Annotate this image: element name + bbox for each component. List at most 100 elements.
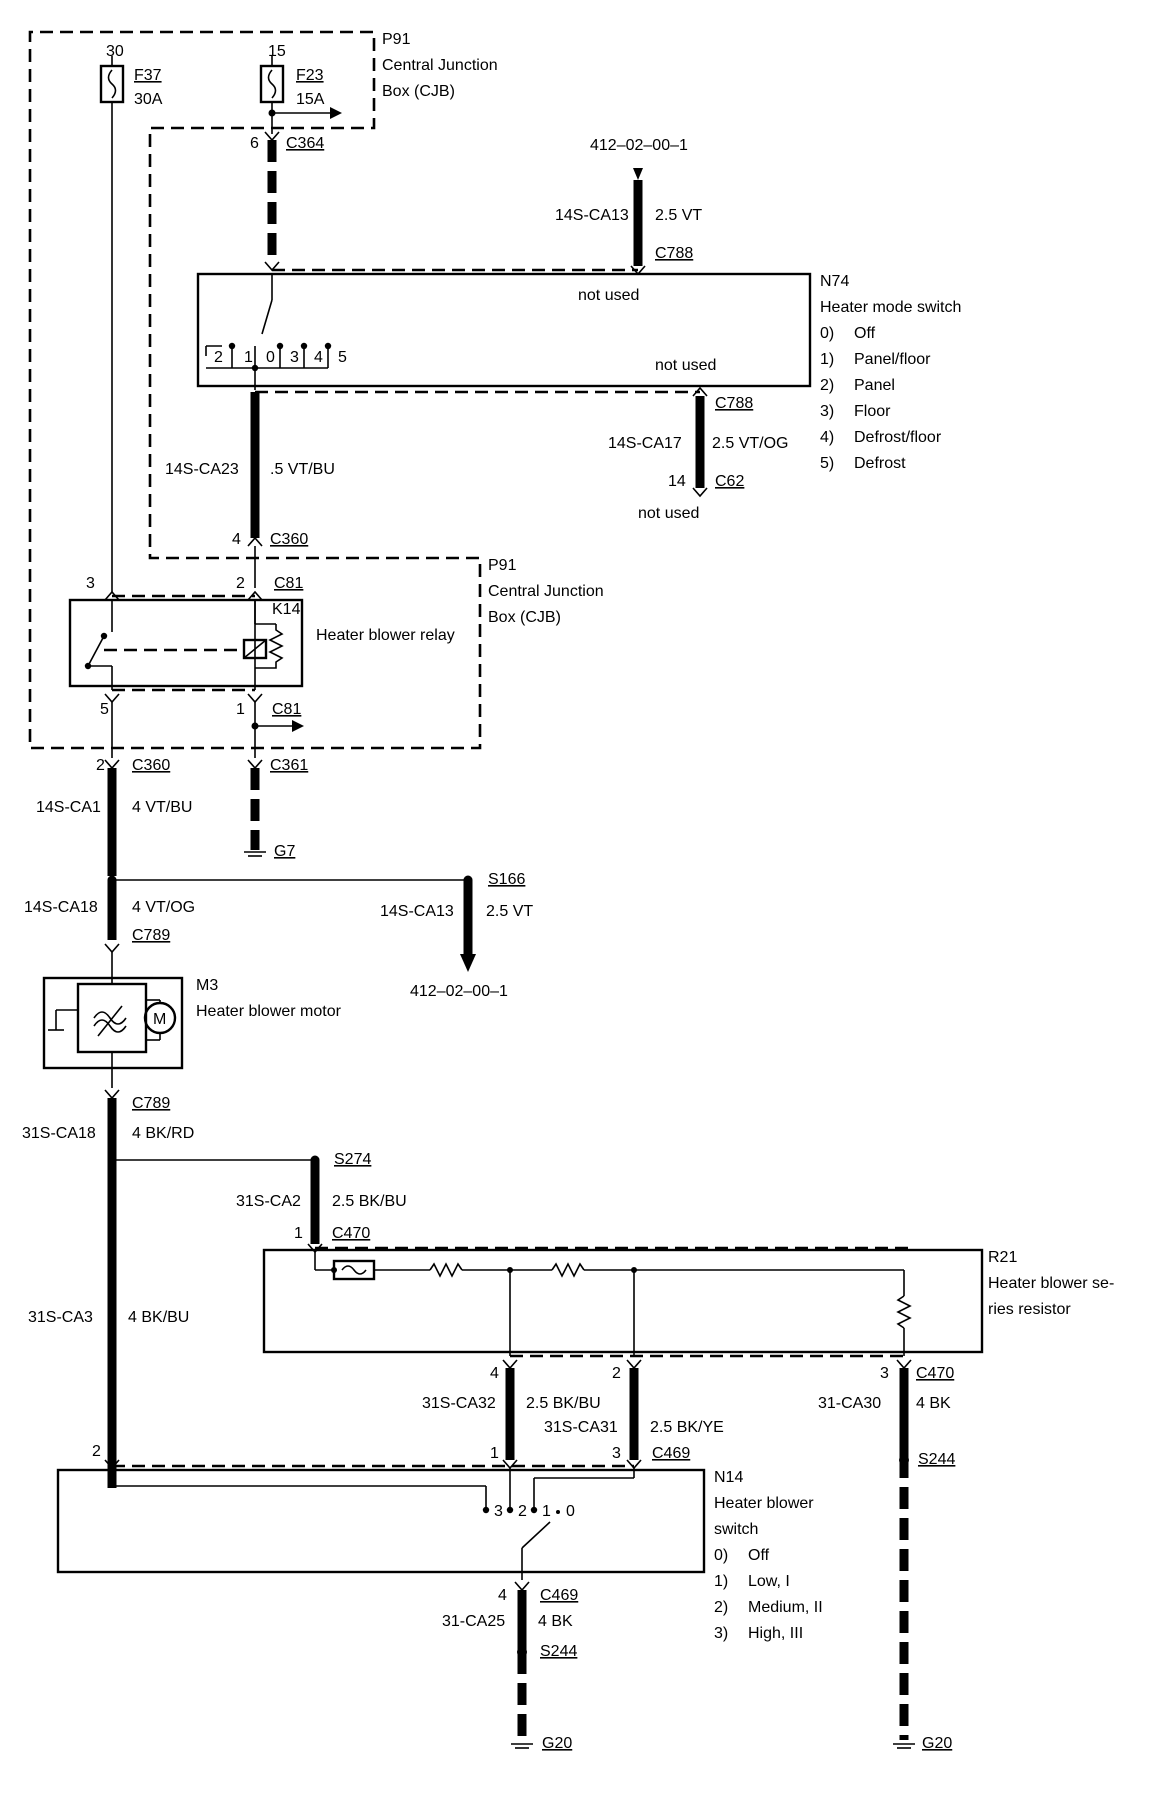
ca17-spec: 2.5 VT/OG — [712, 435, 788, 452]
n74-contact-1: 1 — [244, 349, 253, 366]
n14-speed-1-num: 1) — [714, 1573, 728, 1590]
ref-top: 412–02–00–1 — [590, 137, 688, 154]
r21-ref: R21 — [988, 1249, 1017, 1266]
mode-switch-lever — [261, 299, 273, 335]
arrow-down-icon — [633, 168, 643, 180]
ca18-spec: 4 VT/OG — [132, 899, 195, 916]
n74-mode-4-label: Defrost/floor — [854, 429, 942, 446]
ref-mid: 412–02–00–1 — [410, 983, 508, 1000]
c469-pin-left: 2 — [92, 1443, 101, 1460]
c360-top-name: C360 — [270, 531, 308, 548]
k14-heater-blower-relay — [68, 598, 304, 688]
31ca32-spec: 2.5 BK/BU — [526, 1395, 601, 1412]
cjb-mid-ref: P91 — [488, 557, 517, 574]
cjb-top-line2: Box (CJB) — [382, 83, 455, 100]
c469-pin-mid: 1 — [490, 1445, 499, 1462]
31ca32-circuit: 31S-CA32 — [422, 1395, 496, 1412]
n14-line1: Heater blower — [714, 1495, 814, 1512]
n74-not-used-1: not used — [578, 287, 639, 304]
c360-top-pin: 4 — [232, 531, 241, 548]
c788-top-name: C788 — [655, 245, 693, 262]
n74-not-used-2: not used — [655, 357, 716, 374]
c81-top-name: C81 — [274, 575, 303, 592]
n14-contact-2: 2 — [518, 1503, 527, 1520]
n14-heater-blower-switch — [56, 1468, 706, 1574]
31ca25-spec: 4 BK — [538, 1613, 573, 1630]
g7-name: G7 — [274, 843, 295, 860]
n14-contact-3: 3 — [494, 1503, 503, 1520]
c789-bottom-name: C789 — [132, 1095, 170, 1112]
k14-pin1: 1 — [236, 701, 245, 718]
r21-heater-blower-series-resistor — [262, 1248, 984, 1354]
s244-right-name: S244 — [918, 1451, 955, 1468]
n74-contact-2: 2 — [214, 349, 223, 366]
c470-bottom-name: C470 — [916, 1365, 954, 1382]
n74-mode-3-num: 3) — [820, 403, 834, 420]
31ca18-circuit: 31S-CA18 — [22, 1125, 96, 1142]
resistor-2-icon — [551, 1262, 585, 1278]
n74-mode-0-num: 0) — [820, 325, 834, 342]
31ca25-circuit: 31-CA25 — [442, 1613, 505, 1630]
n14-speed-1-label: Low, I — [748, 1573, 790, 1590]
c360-bottom-name: C360 — [132, 757, 170, 774]
arrow-left-icon — [292, 720, 304, 732]
c62-pin: 14 — [668, 473, 686, 490]
c789-top-name: C789 — [132, 927, 170, 944]
ca13-top-spec: 2.5 VT — [655, 207, 702, 224]
r21-pin3: 3 — [880, 1365, 889, 1382]
n14-speed-3-label: High, III — [748, 1625, 803, 1642]
n14-contact-0: 0 — [566, 1503, 575, 1520]
n74-mode-3-label: Floor — [854, 403, 891, 420]
31ca2-circuit: 31S-CA2 — [236, 1193, 301, 1210]
n74-mode-1-label: Panel/floor — [854, 351, 931, 368]
31ca30-circuit: 31-CA30 — [818, 1395, 881, 1412]
n74-contact-5: 5 — [338, 349, 347, 366]
n74-mode-4-num: 4) — [820, 429, 834, 446]
s274-name: S274 — [334, 1151, 371, 1168]
31ca18-spec: 4 BK/RD — [132, 1125, 194, 1142]
c364-name: C364 — [286, 135, 324, 152]
f23-name: F23 — [296, 67, 324, 84]
connector-c789-bottom-icon — [104, 1089, 120, 1100]
f37-pin: 30 — [106, 43, 124, 60]
n14-speed-0-label: Off — [748, 1547, 770, 1564]
c469-bottom-pin: 4 — [498, 1587, 507, 1604]
n14-speed-2-label: Medium, II — [748, 1599, 823, 1616]
ca1-spec: 4 VT/BU — [132, 799, 192, 816]
r21-pin2: 2 — [612, 1365, 621, 1382]
ca1-circuit: 14S-CA1 — [36, 799, 101, 816]
arrow-right-icon — [330, 107, 342, 119]
c81-bottom-name: C81 — [272, 701, 301, 718]
31ca31-circuit: 31S-CA31 — [544, 1419, 618, 1436]
cjb-mid-line2: Box (CJB) — [488, 609, 561, 626]
g20-left-name: G20 — [542, 1735, 572, 1752]
c62-note: not used — [638, 505, 699, 522]
k14-pin2: 2 — [236, 575, 245, 592]
n14-speed-2-num: 2) — [714, 1599, 728, 1616]
n14-ref: N14 — [714, 1469, 743, 1486]
resistor-1-icon — [429, 1262, 463, 1278]
c62-name: C62 — [715, 473, 744, 490]
n74-contact-4: 4 — [314, 349, 323, 366]
k14-ref: K14 — [272, 601, 301, 618]
c364-pin: 6 — [250, 135, 259, 152]
n14-line2: switch — [714, 1521, 758, 1538]
r21-pin4: 4 — [490, 1365, 499, 1382]
ca13-top-circuit: 14S-CA13 — [555, 207, 629, 224]
connector-c360-bottom-icon — [104, 759, 120, 770]
s166-name: S166 — [488, 871, 525, 888]
c469-pin-right: 3 — [612, 1445, 621, 1462]
splice-s244-right — [899, 1455, 909, 1465]
31ca3-circuit: 31S-CA3 — [28, 1309, 93, 1326]
c361-name: C361 — [270, 757, 308, 774]
arrow-down-mid-icon — [460, 954, 476, 972]
m3-ref: M3 — [196, 977, 218, 994]
c470-top-pin: 1 — [294, 1225, 303, 1242]
connector-c469-bottom-icon — [514, 1581, 530, 1592]
g20-right-name: G20 — [922, 1735, 952, 1752]
connector-c360-top-icon — [247, 536, 263, 547]
ca13-mid-circuit: 14S-CA13 — [380, 903, 454, 920]
ca13-mid-spec: 2.5 VT — [486, 903, 533, 920]
n74-mode-1-num: 1) — [820, 351, 834, 368]
